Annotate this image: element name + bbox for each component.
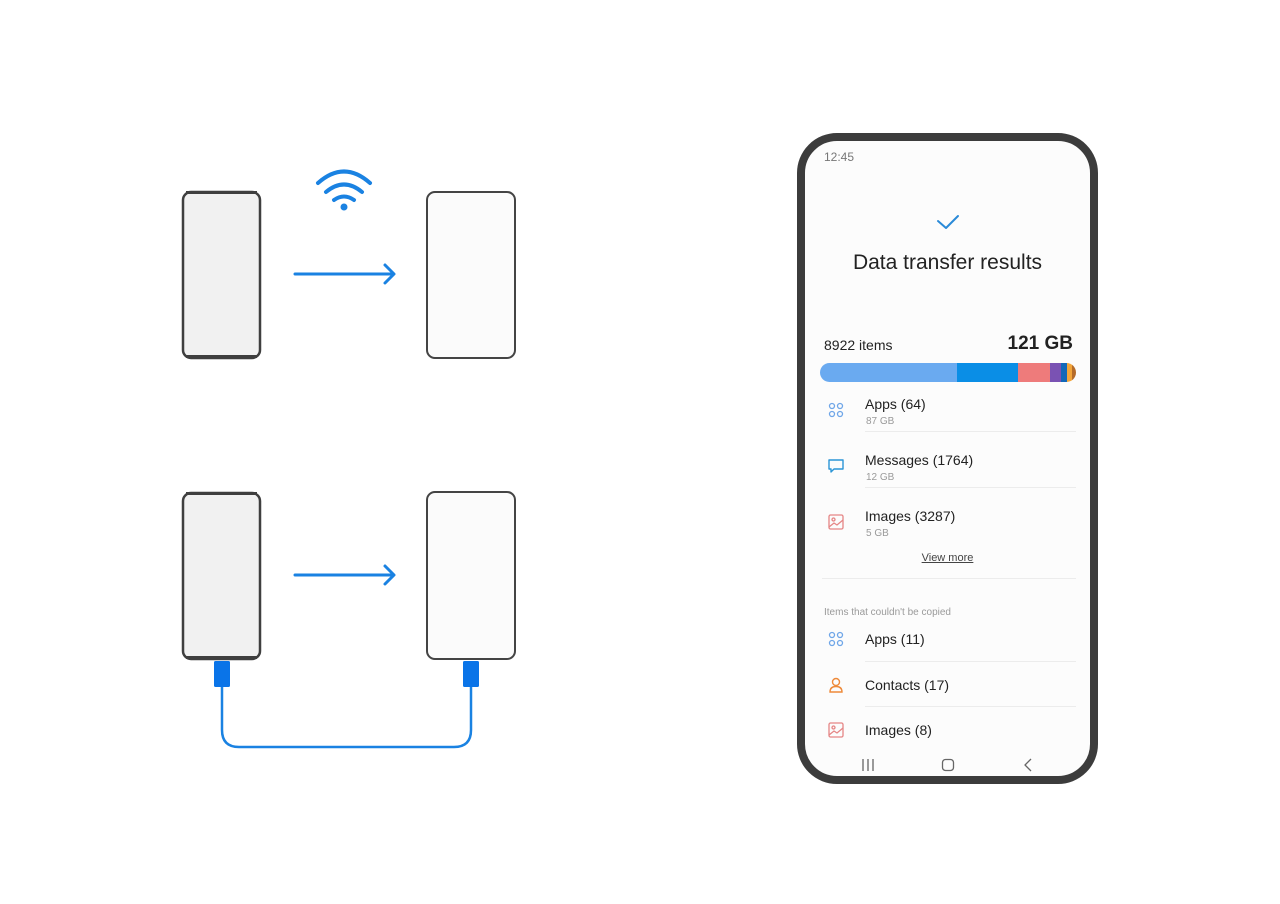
image-icon	[828, 722, 844, 738]
bar-segment	[1072, 363, 1076, 382]
bar-segment	[820, 363, 957, 382]
target-phone-icon	[426, 491, 516, 660]
item-size: 87 GB	[866, 416, 895, 427]
item-name: Images (3287)	[865, 508, 956, 524]
item-name: Images (8)	[865, 722, 932, 738]
apps-icon	[828, 631, 844, 647]
bar-segment	[1050, 363, 1061, 382]
item-name: Messages (1764)	[865, 452, 974, 468]
target-phone-icon	[426, 191, 516, 359]
total-items-count: 8922 items	[824, 337, 893, 353]
total-size: 121 GB	[1007, 333, 1073, 354]
item-name: Apps (64)	[865, 396, 926, 412]
status-time: 12:45	[824, 150, 855, 164]
illustration-canvas	[181, 169, 516, 749]
divider	[865, 431, 1076, 432]
item-name: Contacts (17)	[865, 677, 950, 693]
apps-icon	[828, 402, 844, 418]
section-divider	[822, 578, 1076, 579]
arrow-right-icon	[293, 263, 396, 285]
check-icon	[937, 215, 959, 229]
message-icon	[828, 459, 844, 473]
page-title: Data transfer results	[852, 251, 1043, 274]
bar-segment	[1061, 363, 1067, 382]
navigation-bar	[805, 753, 1090, 776]
home-icon[interactable]	[941, 758, 955, 772]
phone-screen: 12:45 Data transfer results 8922 items 1…	[797, 133, 1098, 784]
source-phone-icon	[181, 491, 262, 661]
arrow-right-icon	[293, 564, 396, 586]
storage-breakdown-bar	[820, 363, 1076, 382]
divider	[865, 487, 1076, 488]
failed-section-label: Items that couldn't be copied	[824, 607, 951, 618]
source-phone-icon	[181, 190, 262, 360]
divider	[865, 706, 1076, 707]
contact-icon	[829, 677, 843, 693]
wireless-transfer-illustration	[181, 169, 516, 360]
transfer-illustrations	[181, 169, 516, 749]
bar-segment	[1018, 363, 1050, 382]
recents-icon[interactable]	[861, 758, 875, 772]
wifi-icon	[316, 169, 372, 211]
item-size: 12 GB	[866, 472, 895, 483]
item-name: Apps (11)	[865, 631, 925, 647]
back-icon[interactable]	[1023, 758, 1033, 772]
usb-cable-icon	[214, 661, 479, 749]
cable-transfer-illustration	[181, 491, 516, 749]
bar-segment	[957, 363, 1018, 382]
image-icon	[828, 514, 844, 530]
view-more-link[interactable]: View more	[921, 552, 974, 564]
bar-segment	[1067, 363, 1072, 382]
item-size: 5 GB	[866, 528, 889, 539]
divider	[865, 661, 1076, 662]
